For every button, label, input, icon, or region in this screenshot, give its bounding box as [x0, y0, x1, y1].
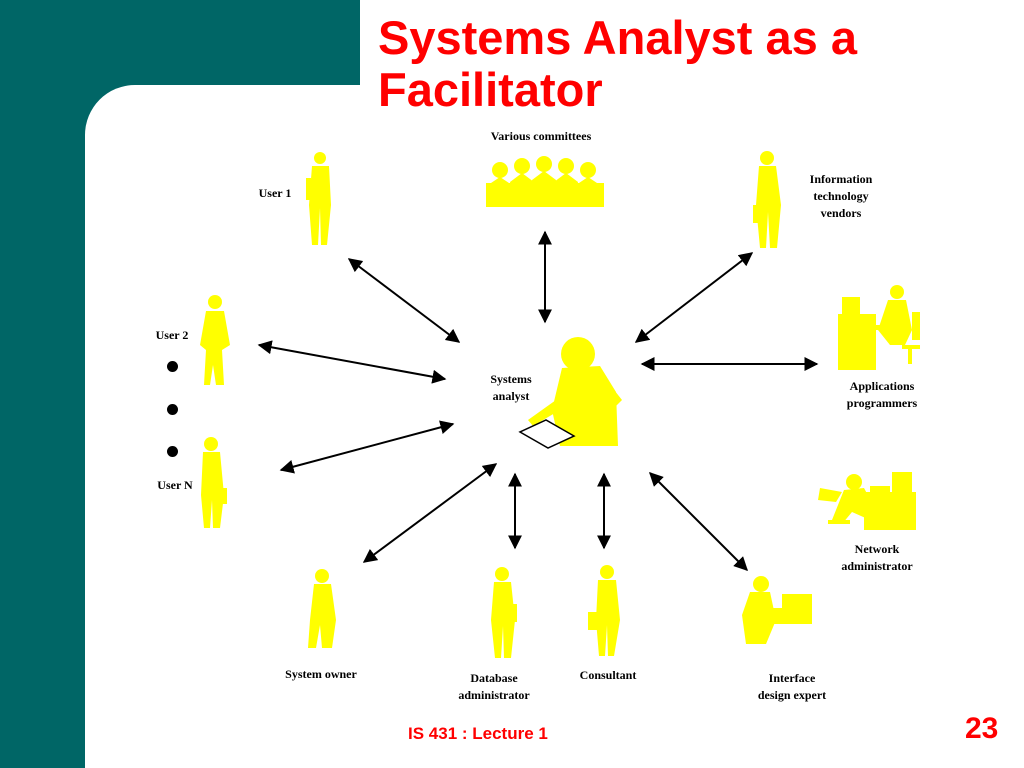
arrow-usern: [279, 420, 455, 474]
systems-analyst-figure: [528, 337, 622, 446]
label-user2: User 2: [155, 328, 189, 342]
document-sheet: [518, 419, 576, 449]
arrows: [257, 230, 819, 571]
label-user1: User 1: [258, 186, 292, 200]
footer-course: IS 431 : Lecture 1: [408, 724, 548, 743]
arrow-user1: [347, 258, 461, 343]
label-it-vendors: Information technology vendors: [809, 172, 873, 220]
user1-figure: [306, 152, 331, 245]
label-system-owner: System owner: [285, 667, 357, 681]
label-systems-analyst: Systems analyst: [490, 372, 532, 403]
user2-figure: [200, 295, 230, 385]
interface-expert-figure: [742, 576, 812, 644]
ellipsis-dot-1: [167, 361, 178, 372]
usern-figure: [201, 437, 227, 528]
title-area: [360, 0, 1024, 86]
network-admin-figure: [818, 472, 916, 530]
title-line-2: Facilitator: [378, 63, 603, 116]
label-usern: User N: [157, 478, 193, 492]
app-programmers-figure: [838, 285, 920, 370]
label-network-admin: Network administrator: [841, 542, 913, 573]
label-interface-expert: Interface design expert: [757, 671, 827, 702]
arrow-interface-expert: [649, 472, 748, 571]
label-dba: Database administrator: [458, 671, 530, 702]
page-number: 23: [965, 712, 999, 745]
consultant-figure: [588, 565, 620, 656]
committees-figure: [486, 156, 604, 207]
arrow-system-owner: [362, 463, 498, 563]
label-consultant: Consultant: [579, 668, 637, 682]
dba-figure: [491, 567, 517, 658]
ellipsis-dot-3: [167, 446, 178, 457]
slide-title: Systems Analyst as a Facilitator: [378, 12, 978, 116]
arrow-user2: [257, 340, 447, 384]
system-owner-figure: [308, 569, 336, 648]
ellipsis-dot-2: [167, 404, 178, 415]
label-committees: Various committees: [490, 129, 592, 143]
label-app-programmers: Applications programmers: [846, 379, 918, 410]
it-vendors-figure: [753, 151, 781, 248]
arrow-it-vendors: [634, 252, 754, 343]
title-line-1: Systems Analyst as a: [378, 11, 857, 64]
